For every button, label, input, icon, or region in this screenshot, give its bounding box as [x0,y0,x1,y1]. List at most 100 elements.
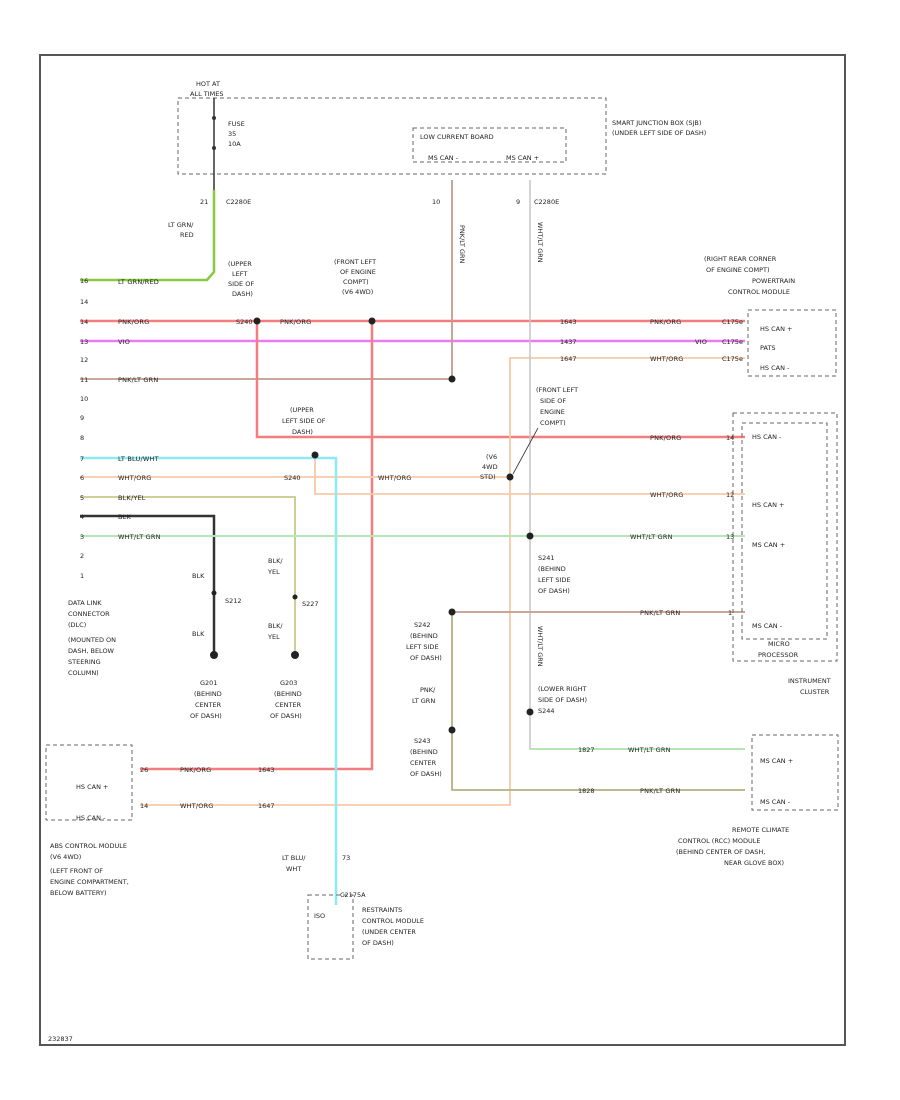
dlc-pin: 3 [80,533,84,541]
dlc-pin: 14 [80,298,88,306]
wire-label-wht-org: WHT/ORG [118,474,152,482]
rcm-wire-2: WHT [286,865,301,873]
splice-label-line: (V6 4WD) [342,288,373,296]
ic-pin: 12 [726,491,734,499]
rcm-pin-num: 73 [342,854,350,862]
wire-label-lt-blu-wht: LT BLU/WHT [118,455,159,463]
dlc-pin: 5 [80,494,84,502]
pcm-pin: C175e [722,338,743,346]
ic-inner-box [741,422,828,640]
wire-label-blk-yel: BLK/YEL [118,494,146,502]
dlc-label-line: STEERING [68,658,101,666]
splice-label-line: LEFT SIDE [538,576,571,584]
dlc-pin: 9 [80,414,84,422]
rcm-pin: C2175A [340,891,366,899]
diagram-frame [39,54,846,1046]
pcm-title: (RIGHT REAR CORNER OF ENGINE COMPT) POWE… [704,255,795,296]
splice-leader [512,427,539,475]
abs-hs-can-plus: HS CAN + [76,783,108,791]
g201-line: OF DASH) [190,712,222,720]
wire-label-wht-lt-grn-2: WHT/LT GRN [630,533,673,541]
splice-label-line: STD) [480,473,496,481]
dlc-pin: 16 [80,277,88,285]
rcm-wire-1: LT BLU/ [282,854,306,862]
splice-label-line: (BEHIND [410,748,438,756]
dlc-pin: 2 [80,552,84,560]
pcm-title-line: POWERTRAIN [752,277,795,285]
sjb-ms-can-minus: MS CAN - [428,154,459,162]
fuse-bottom [212,146,216,150]
rcm-label-line: (UNDER CENTER [362,928,416,936]
ic-micro-2: PROCESSOR [758,651,799,659]
ic-hs-can-plus: HS CAN + [752,501,784,509]
wire-label-wht-lt-grn-rcc: WHT/LT GRN [628,746,671,754]
splice-label-line: LT GRN [412,697,435,705]
dlc-label-line: COLUMN) [68,669,99,677]
splice-label-line: SIDE OF [228,280,254,288]
pcm-hs-can-plus: HS CAN + [760,325,792,333]
rcc-label: REMOTE CLIMATE CONTROL (RCC) MODULE (BEH… [676,826,789,867]
dlc-pin-list: 16 14 14 13 12 11 10 9 8 7 6 5 4 3 2 1 [80,277,88,580]
g203-line: (BEHIND [274,690,302,698]
sjb-title-2: (UNDER LEFT SIDE OF DASH) [612,129,706,137]
abs-label-line: (V6 4WD) [50,853,81,861]
g203-line: G203 [280,679,297,687]
lcb-title: LOW CURRENT BOARD [420,133,494,141]
wire-wht-org-pcm [509,357,745,472]
c2280e-right: C2280E [534,198,559,206]
wire-lt-blu-wht [80,456,338,905]
rcc-wire-num: 1827 [578,746,595,754]
wire-label-vio: VIO [118,338,130,346]
rcc-label-line: (BEHIND CENTER OF DASH, [676,848,765,856]
abs-label-line: BELOW BATTERY) [50,889,107,897]
splice-label-line: LEFT [232,270,247,278]
abs-label-line: ABS CONTROL MODULE [50,842,127,850]
splice-front-left-side: (FRONT LEFT SIDE OF ENGINE COMPT) [536,386,578,427]
splice-dot [506,473,514,481]
dlc-blk-1: BLK [192,572,205,580]
wire-label-wht-org-pcm: WHT/ORG [650,355,684,363]
fuse-top [212,116,216,120]
dlc-s227: S227 [302,600,319,608]
splice-s243: S243 (BEHIND CENTER OF DASH) [410,737,442,778]
lcb-box [412,127,567,163]
splice-dot [311,451,319,459]
splice-label-line: S244 [538,707,555,715]
dlc-pin: 1 [80,572,84,580]
wire-label-blk: BLK [118,513,131,521]
splice-dots [210,317,534,734]
rcm-box [307,894,354,960]
splice-s244: (LOWER RIGHT SIDE OF DASH) S244 [538,685,587,715]
dlc-s212: S212 [225,597,242,605]
wire-label-lt-grn-red: LT GRN/RED [118,278,159,286]
wire-pnk-org-ic [255,321,745,439]
dlc-pin: 8 [80,434,84,442]
splice-v6-4wd: (V6 4WD STD) [480,453,498,481]
splice-dot [292,594,298,600]
pcm-box [747,309,837,377]
c2280e-right-pin: 9 [516,198,520,206]
ic-ms-can-plus: MS CAN + [752,541,785,549]
abs-wire-num: 1647 [258,802,275,810]
wire-label-wht-org-2: WHT/ORG [378,474,412,482]
pcm-pin: C175e [722,355,743,363]
splice-label-line: (UPPER [290,406,314,414]
abs-label-line: (LEFT FRONT OF [50,867,103,875]
pcm-title-line: (RIGHT REAR CORNER [704,255,777,263]
abs-box [45,744,133,821]
pcm-pin: C175e [722,318,743,326]
wire-label-vio-2: VIO [695,338,707,346]
wire-label-pnk-org: PNK/ORG [118,318,149,326]
pcm-hs-can-minus: HS CAN - [760,364,790,372]
splice-label-line: PNK/ [420,686,436,694]
dlc-pin: 13 [80,338,88,346]
splice-dot [253,317,261,325]
sjb-hot-at: HOT AT [196,80,220,88]
rcc-box [751,734,839,811]
splice-label-line: 4WD [482,463,498,471]
wire-blk-yel [80,496,296,655]
footer-code: 232837 [48,1035,73,1043]
pcm-wire-num: 1647 [560,355,577,363]
g203-label: G203 (BEHIND CENTER OF DASH) [270,679,302,720]
wire-wht-org-ic [314,455,745,495]
